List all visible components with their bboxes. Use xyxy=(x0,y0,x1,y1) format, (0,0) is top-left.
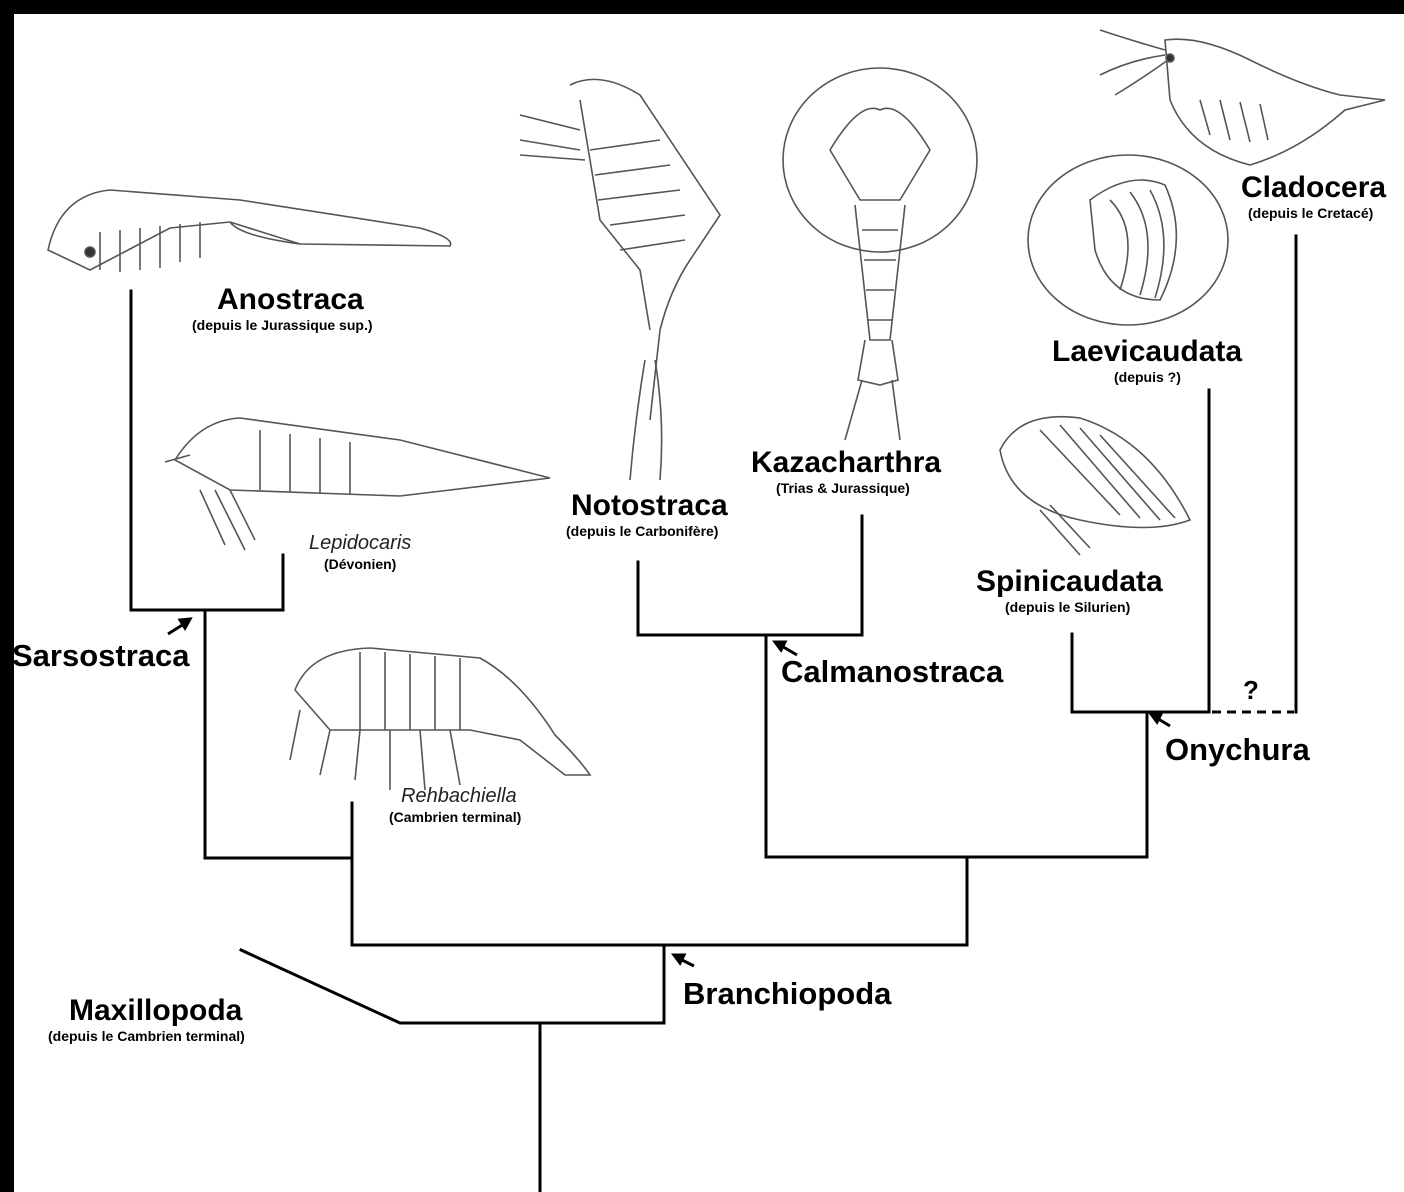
branchiopoda-crown xyxy=(352,857,967,945)
rehbachiella-label: Rehbachiella xyxy=(401,786,517,806)
laevicaudata-label: Laevicaudata xyxy=(1052,337,1242,367)
maxillopoda-range: (depuis le Cambrien terminal) xyxy=(48,1029,245,1043)
sarsostraca-label: Sarsostraca xyxy=(12,640,190,671)
sarsostraca-branch xyxy=(205,610,352,858)
cladocera-range: (depuis le Cretacé) xyxy=(1248,206,1373,220)
cladocera-label: Cladocera xyxy=(1241,173,1386,203)
notostraca-range: (depuis le Carbonifère) xyxy=(566,524,718,538)
notostraca-label: Notostraca xyxy=(571,491,728,521)
spinicaudata-range: (depuis le Silurien) xyxy=(1005,600,1130,614)
anostraca-label: Anostraca xyxy=(217,285,364,315)
lepidocaris-label: Lepidocaris xyxy=(309,533,411,553)
laevicaudata-range: (depuis ?) xyxy=(1114,370,1181,384)
maxillopoda-label: Maxillopoda xyxy=(69,996,242,1026)
branchiopoda-arrow xyxy=(674,955,694,966)
onychura-label: Onychura xyxy=(1165,734,1310,765)
anostraca-range: (depuis le Jurassique sup.) xyxy=(192,318,373,332)
calmanostraca-label: Calmanostraca xyxy=(781,656,1003,687)
branchiopoda-label: Branchiopoda xyxy=(683,978,891,1009)
lepidocaris-range: (Dévonien) xyxy=(324,557,396,571)
spinicaudata-laevicaudata-branch xyxy=(1072,390,1209,712)
anostraca-branch xyxy=(131,291,283,610)
branchiopoda-stem xyxy=(241,945,664,1023)
sarsostraca-arrow xyxy=(168,619,190,634)
onychura-arrow xyxy=(1151,714,1170,726)
spinicaudata-label: Spinicaudata xyxy=(976,567,1163,597)
uncertain-question-mark: ? xyxy=(1243,677,1259,703)
kazacharthra-range: (Trias & Jurassique) xyxy=(776,481,910,495)
kazacharthra-label: Kazacharthra xyxy=(751,448,941,478)
rehbachiella-range: (Cambrien terminal) xyxy=(389,810,521,824)
